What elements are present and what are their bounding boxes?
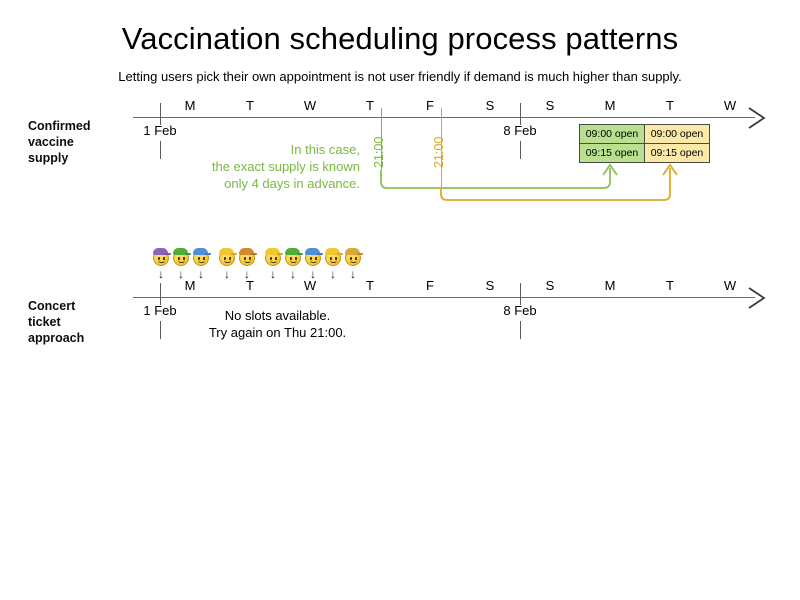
queue-user: ↓ (216, 248, 238, 281)
cutoff-label-yellow: 21:00 (432, 136, 446, 168)
day-label: M (604, 278, 616, 293)
date-tick (160, 103, 161, 125)
slot-cell-tuesday-0915[interactable]: 09:15 open (644, 143, 710, 163)
user-face-icon (285, 248, 301, 266)
timeline-concert-ticket-approach: M T W T F S S M T W 1 Feb 8 Feb (0, 275, 800, 339)
day-label: T (246, 278, 254, 293)
user-face-icon (219, 248, 235, 266)
date-tick (520, 141, 521, 159)
day-label: F (426, 278, 434, 293)
connector-green-path (380, 168, 611, 189)
user-face-icon (265, 248, 281, 266)
timeline-confirmed-vaccine-supply: M T W T F S S M T W 1 Feb 8 Feb (0, 95, 800, 159)
user-face-icon (239, 248, 255, 266)
table-row: 09:15 open 09:15 open (579, 143, 710, 163)
connector-yellow-arrowhead-icon (662, 163, 678, 176)
row-label-concert-ticket-approach: Concert ticket approach (28, 299, 85, 345)
day-label: T (666, 98, 674, 113)
slot-cell-monday-0900[interactable]: 09:00 open (579, 124, 645, 144)
user-face-icon (173, 248, 189, 266)
cutoff-line-yellow (441, 108, 442, 188)
day-label: M (604, 98, 616, 113)
queue-arrow-icon: ↓ (224, 267, 230, 281)
timeline-arrowhead-icon (748, 107, 766, 129)
day-label: W (303, 278, 317, 293)
queue-arrow-icon: ↓ (270, 267, 276, 281)
day-label: S (545, 278, 555, 293)
day-label: T (246, 98, 254, 113)
slot-cell-monday-0915[interactable]: 09:15 open (579, 143, 645, 163)
queue-user: ↓ (342, 248, 364, 281)
date-tick-caption: 1 Feb (143, 303, 177, 318)
day-label: S (545, 98, 555, 113)
queue-arrow-icon: ↓ (244, 267, 250, 281)
user-face-icon (325, 248, 341, 266)
user-face-icon (153, 248, 169, 266)
queue-user: ↓ (282, 248, 304, 281)
date-tick (160, 321, 161, 339)
day-label: M (184, 278, 196, 293)
queue-user: ↓ (302, 248, 324, 281)
user-face-icon (193, 248, 209, 266)
queue-user: ↓ (236, 248, 258, 281)
date-tick-caption: 1 Feb (143, 123, 177, 138)
day-label: T (366, 278, 374, 293)
connector-green-arrowhead-icon (602, 163, 618, 176)
queue-user: ↓ (190, 248, 212, 281)
day-label: T (666, 278, 674, 293)
annotation-supply-lead-time: In this case, the exact supply is known … (211, 142, 360, 191)
cutoff-line-green (381, 108, 382, 170)
queue-arrow-icon: ↓ (178, 267, 184, 281)
cutoff-label-green: 21:00 (372, 136, 386, 168)
day-label: S (485, 278, 495, 293)
queue-user: ↓ (322, 248, 344, 281)
date-tick (160, 141, 161, 159)
day-label: T (366, 98, 374, 113)
date-tick (520, 283, 521, 305)
page-title: Vaccination scheduling process patterns (121, 21, 679, 56)
user-face-icon (345, 248, 361, 266)
timeline-axis-line (133, 117, 755, 118)
queue-arrow-icon: ↓ (330, 267, 336, 281)
slot-availability-table: 09:00 open 09:00 open 09:15 open 09:15 o… (579, 124, 710, 163)
date-tick-caption: 8 Feb (503, 303, 537, 318)
row-label-confirmed-vaccine-supply: Confirmed vaccine supply (28, 119, 91, 165)
queue-user: ↓ (150, 248, 172, 281)
queue-arrow-icon: ↓ (310, 267, 316, 281)
queue-arrow-icon: ↓ (290, 267, 296, 281)
date-tick (520, 103, 521, 125)
user-face-icon (305, 248, 321, 266)
queue-arrow-icon: ↓ (198, 267, 204, 281)
connector-yellow-path (440, 168, 671, 201)
page-subtitle: Letting users pick their own appointment… (118, 69, 682, 84)
queue-user: ↓ (170, 248, 192, 281)
queue-user: ↓ (262, 248, 284, 281)
day-label: W (303, 98, 317, 113)
queue-arrow-icon: ↓ (158, 267, 164, 281)
day-label: S (485, 98, 495, 113)
annotation-no-slots: No slots available. Try again on Thu 21:… (208, 308, 347, 340)
slot-cell-tuesday-0900[interactable]: 09:00 open (644, 124, 710, 144)
day-label: M (184, 98, 196, 113)
day-label: W (723, 98, 737, 113)
queue-arrow-icon: ↓ (350, 267, 356, 281)
timeline-arrowhead-icon (748, 287, 766, 309)
day-label: W (723, 278, 737, 293)
day-label: F (426, 98, 434, 113)
table-row: 09:00 open 09:00 open (579, 124, 710, 144)
timeline-axis-line (133, 297, 755, 298)
date-tick (520, 321, 521, 339)
date-tick-caption: 8 Feb (503, 123, 537, 138)
date-tick (160, 283, 161, 305)
